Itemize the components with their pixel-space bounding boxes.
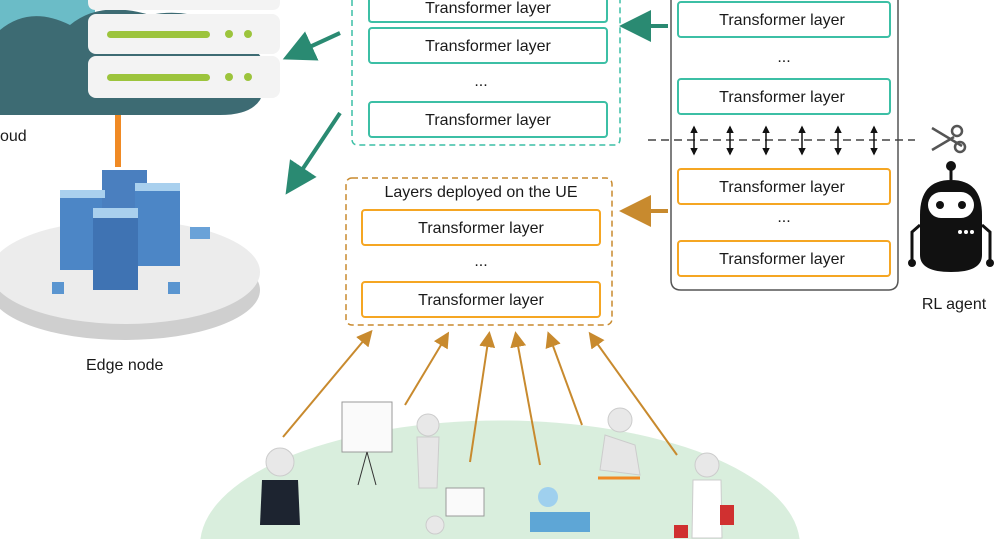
cloud-layer: Transformer layer xyxy=(368,27,608,64)
svg-text:Transformer layer: Transformer layer xyxy=(719,12,845,29)
svg-text:Transformer layer: Transformer layer xyxy=(418,220,544,237)
ue-box-title: Layers deployed on the UE xyxy=(384,184,577,201)
ue-layer: Transformer layer xyxy=(361,281,601,318)
ue-layers-box xyxy=(345,177,613,326)
svg-text:Transformer layer: Transformer layer xyxy=(719,179,845,196)
svg-text:Transformer layer: Transformer layer xyxy=(719,89,845,106)
ellipsis: ... xyxy=(474,73,487,90)
cloud-layer: Transformer layer xyxy=(368,0,608,23)
ellipsis: ... xyxy=(474,253,487,270)
cloud-layer: Transformer layer xyxy=(368,101,608,138)
edge-server-icon xyxy=(0,170,260,340)
svg-text:Transformer layer: Transformer layer xyxy=(425,112,551,129)
cloud-label: oud xyxy=(0,128,27,145)
user-figures-icon xyxy=(260,401,734,539)
link-line xyxy=(115,115,121,167)
rl-agent-label: RL agent xyxy=(922,296,987,313)
model-box xyxy=(670,0,899,291)
robot-icon xyxy=(908,161,994,272)
model-layer: Transformer layer xyxy=(677,240,891,277)
svg-text:Transformer layer: Transformer layer xyxy=(719,251,845,268)
cloud-server-icon xyxy=(0,0,280,115)
edge-node-label: Edge node xyxy=(86,357,164,374)
model-layer: Transformer layer xyxy=(677,1,891,38)
ue-layer: Transformer layer xyxy=(361,209,601,246)
arrow-to-edge xyxy=(285,111,342,195)
arrow-to-cloud xyxy=(282,31,341,61)
svg-text:Transformer layer: Transformer layer xyxy=(418,292,544,309)
scissors-icon xyxy=(931,124,967,154)
svg-text:Transformer layer: Transformer layer xyxy=(425,0,551,17)
ellipsis: ... xyxy=(777,49,790,66)
svg-text:Transformer layer: Transformer layer xyxy=(425,38,551,55)
split-point-arrows xyxy=(690,125,878,156)
upload-arrows xyxy=(282,329,678,466)
model-layer: Transformer layer xyxy=(677,78,891,115)
ellipsis: ... xyxy=(777,209,790,226)
cloud-layers-box xyxy=(351,0,621,146)
model-layer: Transformer layer xyxy=(677,168,891,205)
